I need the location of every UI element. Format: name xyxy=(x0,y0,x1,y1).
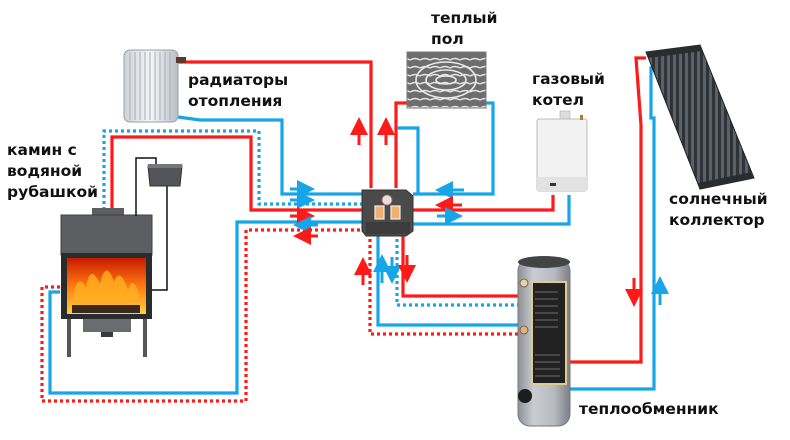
pipe-radiator-return xyxy=(177,115,362,196)
pipe-floor-supply xyxy=(394,101,407,188)
boiler-tank-icon xyxy=(517,256,571,427)
pipe-floor-return xyxy=(413,101,495,196)
solar-panel-icon xyxy=(645,44,755,190)
pipe-exchanger-hot-dotted xyxy=(368,233,518,336)
tank-icon xyxy=(135,157,183,291)
pipe-boiler-supply xyxy=(413,195,555,212)
label-radiators-line1: радиаторы xyxy=(188,71,289,89)
label-radiators: радиаторы отопления xyxy=(188,70,288,112)
label-floor: теплый пол xyxy=(431,8,497,50)
pipe-exchanger-hot xyxy=(401,233,518,298)
label-fireplace: камин с водяной рубашкой xyxy=(7,140,98,203)
pipe-fireplace-safety-cold xyxy=(102,129,362,210)
label-floor-line2: пол xyxy=(431,30,464,48)
pipe-solar-cold xyxy=(570,66,657,391)
pipe-floor-bypass xyxy=(397,126,420,194)
label-solar-line2: коллектор xyxy=(669,211,765,229)
manifold-icon xyxy=(361,189,414,237)
label-fireplace-line3: рубашкой xyxy=(7,183,98,201)
label-fireplace-line1: камин с xyxy=(7,141,77,159)
label-radiators-line2: отопления xyxy=(188,92,283,110)
label-solar: солнечный коллектор xyxy=(669,189,768,231)
pipe-fireplace-supply xyxy=(110,135,362,212)
pipe-fireplace-return xyxy=(48,220,362,395)
label-boiler: газовый котел xyxy=(532,69,605,111)
label-exchanger: теплообменник xyxy=(579,399,719,420)
fireplace-icon xyxy=(60,208,153,357)
pipe-exchanger-cold xyxy=(376,233,518,327)
floor-coil-icon xyxy=(406,51,487,109)
pipe-radiator-supply xyxy=(178,60,373,188)
radiator-icon xyxy=(123,49,186,123)
pipes xyxy=(40,56,657,403)
label-exchanger-line1: теплообменник xyxy=(579,400,719,418)
label-boiler-line1: газовый xyxy=(532,70,605,88)
flow-arrows xyxy=(290,117,669,307)
pipe-solar-hot xyxy=(570,56,646,364)
label-solar-line1: солнечный xyxy=(669,190,768,208)
pipe-fireplace-safety-hot xyxy=(40,228,362,403)
label-boiler-line2: котел xyxy=(532,91,585,109)
label-floor-line1: теплый xyxy=(431,9,498,27)
label-fireplace-line2: водяной xyxy=(7,162,83,180)
pipe-exchanger-cold-dotted xyxy=(395,233,518,307)
boiler-icon xyxy=(536,110,588,192)
pipe-boiler-return xyxy=(413,195,571,226)
